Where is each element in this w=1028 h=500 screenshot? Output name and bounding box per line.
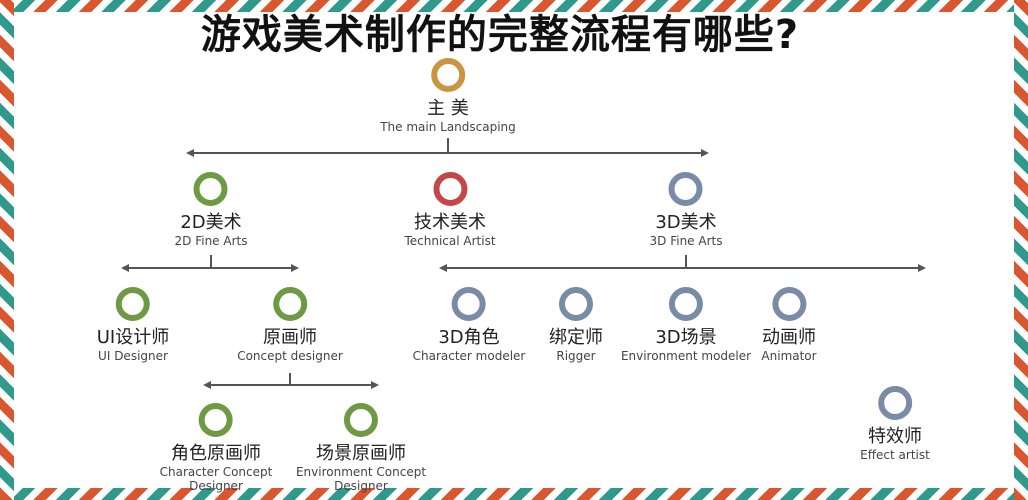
node-label-en: Rigger bbox=[556, 349, 596, 363]
node-label-cn: 3D角色 bbox=[438, 327, 500, 348]
node-label-en-line2: Designer bbox=[189, 479, 243, 493]
ring-icon bbox=[199, 403, 233, 437]
ring-icon bbox=[272, 287, 307, 321]
node-2d-fine-arts: 2D美术 2D Fine Arts bbox=[174, 172, 248, 248]
node-label-en-line2: Designer bbox=[334, 479, 388, 493]
node-main-art: 主 美 The main Landscaping bbox=[380, 58, 516, 134]
arrow-right-level1 bbox=[701, 149, 709, 157]
node-label-cn: 主 美 bbox=[427, 98, 469, 119]
node-label-cn: 2D美术 bbox=[180, 212, 242, 233]
node-label-en: Concept designer bbox=[237, 349, 343, 363]
node-label-cn: 场景原画师 bbox=[315, 443, 406, 464]
arrow-right-fine3d bbox=[918, 264, 926, 272]
node-label-en: Technical Artist bbox=[404, 234, 496, 248]
ring-icon bbox=[669, 287, 703, 321]
node-label-en: Effect artist bbox=[860, 448, 930, 462]
node-character-modeler: 3D角色 Character modeler bbox=[412, 287, 526, 363]
ring-icon bbox=[877, 386, 912, 420]
arrow-left-level1 bbox=[186, 149, 194, 157]
ring-icon bbox=[430, 58, 465, 92]
node-label-en: Character modeler bbox=[412, 349, 526, 363]
node-label-en: Animator bbox=[761, 349, 817, 363]
top-airmail-border bbox=[0, 0, 1028, 12]
ring-icon bbox=[771, 287, 806, 321]
right-airmail-border bbox=[1014, 0, 1028, 500]
node-label-cn: 特效师 bbox=[867, 426, 922, 447]
arrow-right-concept bbox=[371, 381, 379, 389]
node-3d-fine-arts: 3D美术 3D Fine Arts bbox=[649, 172, 723, 248]
node-label-cn: 原画师 bbox=[262, 327, 317, 348]
node-label-en: 3D Fine Arts bbox=[649, 234, 723, 248]
node-technical-artist: 技术美术 Technical Artist bbox=[404, 172, 496, 248]
node-label-cn: 角色原画师 bbox=[171, 443, 261, 464]
ring-icon bbox=[194, 172, 228, 206]
node-label-cn: 动画师 bbox=[761, 327, 816, 348]
node-label-en-line1: Environment Concept bbox=[295, 465, 427, 479]
node-effect-artist: 特效师 Effect artist bbox=[860, 386, 930, 462]
left-airmail-border bbox=[0, 0, 14, 500]
arrow-left-fine2d bbox=[121, 264, 129, 272]
node-label-cn: 3D场景 bbox=[655, 327, 717, 348]
node-environment-concept-designer: 场景原画师 Environment Concept Designer bbox=[296, 403, 426, 493]
ring-icon bbox=[559, 287, 593, 321]
node-label-cn: 绑定师 bbox=[549, 327, 603, 348]
ring-icon bbox=[669, 172, 703, 206]
node-label-en: UI Designer bbox=[98, 349, 168, 363]
node-environment-modeler: 3D场景 Environment modeler bbox=[621, 287, 751, 363]
node-label-cn: 3D美术 bbox=[655, 212, 717, 233]
ring-icon bbox=[343, 403, 378, 437]
ring-icon bbox=[433, 172, 467, 206]
arrow-left-concept bbox=[203, 381, 211, 389]
node-label-cn: UI设计师 bbox=[96, 327, 170, 348]
arrow-right-fine2d bbox=[291, 264, 299, 272]
node-character-concept-designer: 角色原画师 Character Concept Designer bbox=[159, 403, 273, 493]
node-label-en: The main Landscaping bbox=[380, 120, 516, 134]
node-label-en-line1: Character Concept bbox=[159, 465, 273, 479]
page-title: 游戏美术制作的完整流程有哪些? bbox=[200, 12, 800, 58]
node-label-en: Environment modeler bbox=[620, 349, 752, 363]
ring-icon bbox=[452, 287, 486, 321]
node-animator: 动画师 Animator bbox=[761, 287, 817, 363]
ring-icon bbox=[115, 287, 150, 321]
node-ui-designer: UI设计师 UI Designer bbox=[97, 287, 169, 363]
bottom-airmail-border bbox=[0, 488, 1028, 500]
node-rigger: 绑定师 Rigger bbox=[549, 287, 603, 363]
node-concept-designer: 原画师 Concept designer bbox=[237, 287, 343, 363]
arrow-left-fine3d bbox=[439, 264, 447, 272]
node-label-en: 2D Fine Arts bbox=[174, 234, 248, 248]
node-label-cn: 技术美术 bbox=[414, 212, 486, 233]
